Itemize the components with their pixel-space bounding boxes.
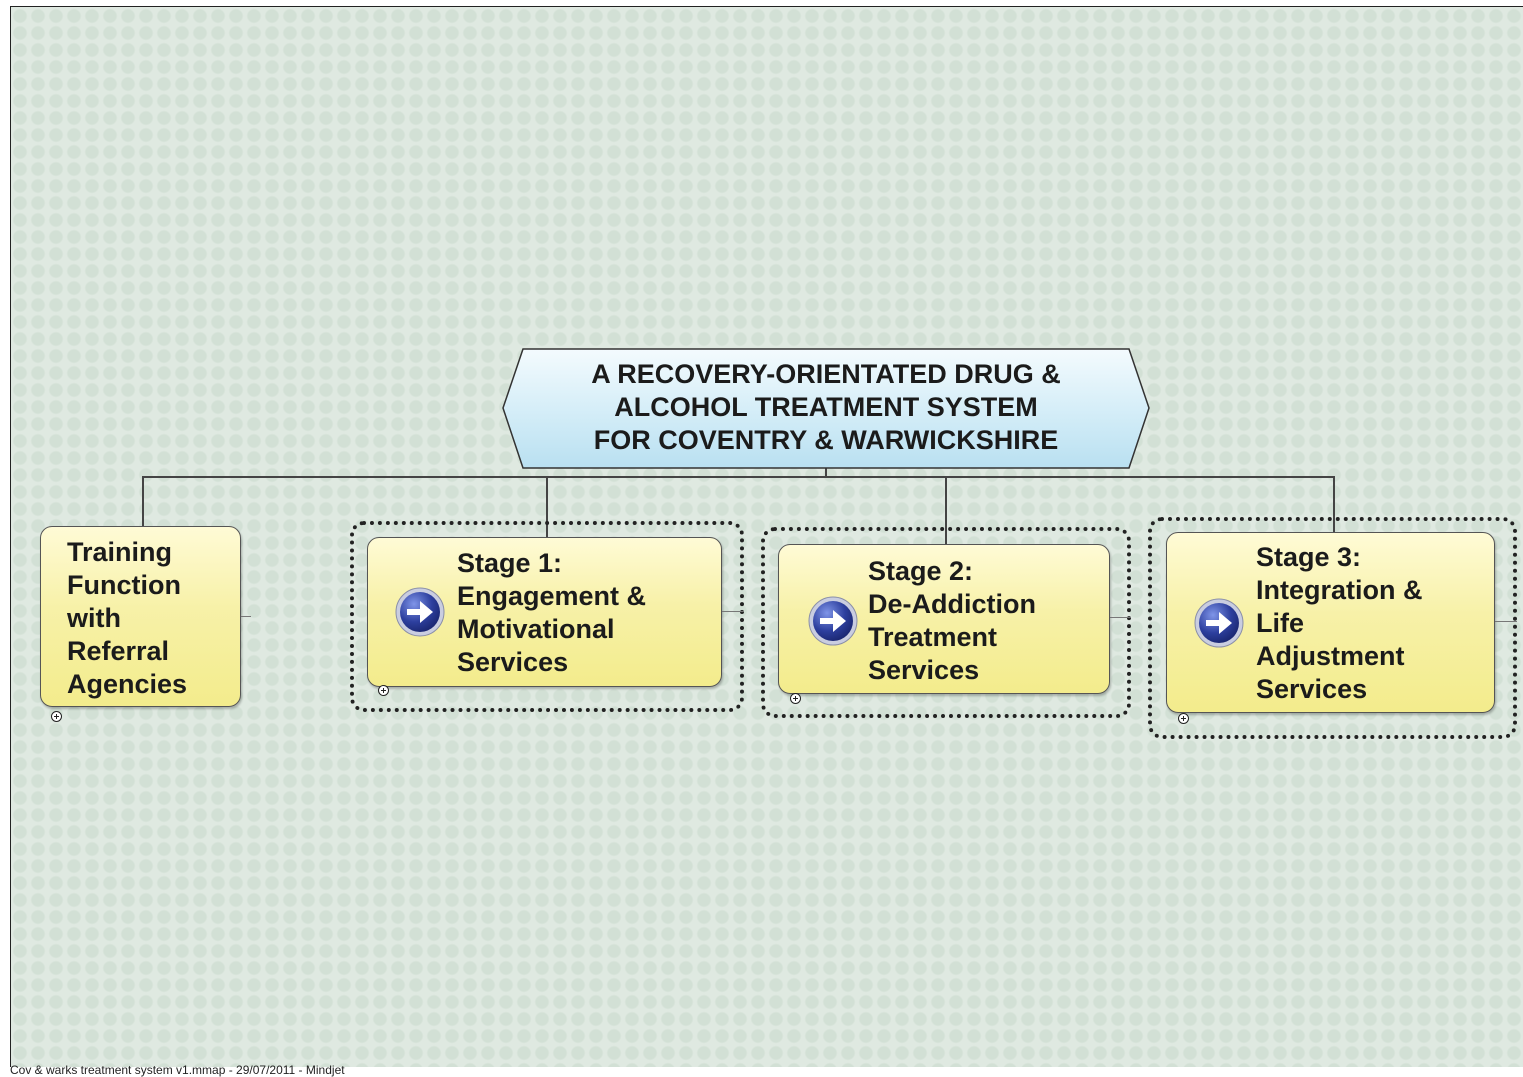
topic-label: Training Function with Referral Agencies	[67, 536, 187, 701]
topic-label-line: Treatment	[868, 622, 998, 652]
boundary-stage-2	[761, 527, 1131, 718]
topic-label-line: De-Addiction	[868, 589, 1036, 619]
topic-stub-line	[722, 611, 744, 612]
connector-line	[142, 476, 144, 526]
connector-line	[945, 476, 947, 544]
topic-label-line: Motivational	[457, 614, 615, 644]
connector-line	[825, 467, 827, 477]
central-topic-title: A RECOVERY-ORIENTATED DRUG & ALCOHOL TRE…	[541, 358, 1111, 457]
connector-line	[142, 476, 1334, 478]
central-topic-line: ALCOHOL TREATMENT SYSTEM	[614, 392, 1038, 422]
arrow-right-icon	[808, 596, 858, 646]
topic-label-line: Stage 3:	[1256, 542, 1362, 572]
topic-label-line: Stage 2:	[868, 556, 974, 586]
topic-label-line: Referral	[67, 636, 170, 666]
topic-label-line: Training	[67, 537, 173, 567]
expand-icon[interactable]	[51, 711, 62, 722]
central-topic[interactable]: A RECOVERY-ORIENTATED DRUG & ALCOHOL TRE…	[501, 348, 1151, 469]
topic-label-line: Agencies	[67, 669, 188, 699]
topic-label-line: Adjustment	[1256, 641, 1405, 671]
central-topic-shape	[502, 348, 1150, 469]
topic-stub-line	[241, 616, 251, 617]
topic-label: Stage 1: Engagement & Motivational Servi…	[457, 547, 646, 679]
expand-icon[interactable]	[1178, 713, 1189, 724]
topic-stage-1[interactable]: Stage 1: Engagement & Motivational Servi…	[367, 537, 722, 687]
topic-stage-2[interactable]: Stage 2: De-Addiction Treatment Services	[778, 544, 1110, 694]
topic-label-line: with	[67, 603, 121, 633]
central-topic-line: A RECOVERY-ORIENTATED DRUG &	[591, 359, 1061, 389]
topic-training-function[interactable]: Training Function with Referral Agencies	[40, 526, 241, 707]
topic-label-line: Services	[457, 647, 569, 677]
connector-line	[546, 476, 548, 537]
topic-label-line: Services	[1256, 674, 1368, 704]
topic-label: Stage 3: Integration & Life Adjustment S…	[1256, 541, 1423, 706]
topic-label-line: Engagement &	[457, 581, 647, 611]
topic-label-line: Stage 1:	[457, 548, 563, 578]
expand-icon[interactable]	[790, 693, 801, 704]
mind-map-canvas: A RECOVERY-ORIENTATED DRUG & ALCOHOL TRE…	[10, 6, 1523, 1067]
footer-file-info: Cov & warks treatment system v1.mmap - 2…	[10, 1063, 345, 1077]
topic-label-line: Function	[67, 570, 181, 600]
arrow-right-icon	[395, 587, 445, 637]
topic-label: Stage 2: De-Addiction Treatment Services	[868, 555, 1036, 687]
topic-stage-3[interactable]: Stage 3: Integration & Life Adjustment S…	[1166, 532, 1495, 713]
topic-label-line: Integration &	[1256, 575, 1423, 605]
boundary-stage-1	[350, 521, 744, 712]
connector-line	[1333, 476, 1335, 532]
topic-stub-line	[1110, 617, 1131, 618]
central-topic-line: FOR COVENTRY & WARWICKSHIRE	[593, 425, 1059, 455]
arrow-right-icon	[1194, 598, 1244, 648]
expand-icon[interactable]	[378, 685, 389, 696]
topic-stub-line	[1495, 621, 1517, 622]
topic-label-line: Services	[868, 655, 980, 685]
boundary-stage-3	[1148, 517, 1517, 739]
topic-label-line: Life	[1256, 608, 1305, 638]
